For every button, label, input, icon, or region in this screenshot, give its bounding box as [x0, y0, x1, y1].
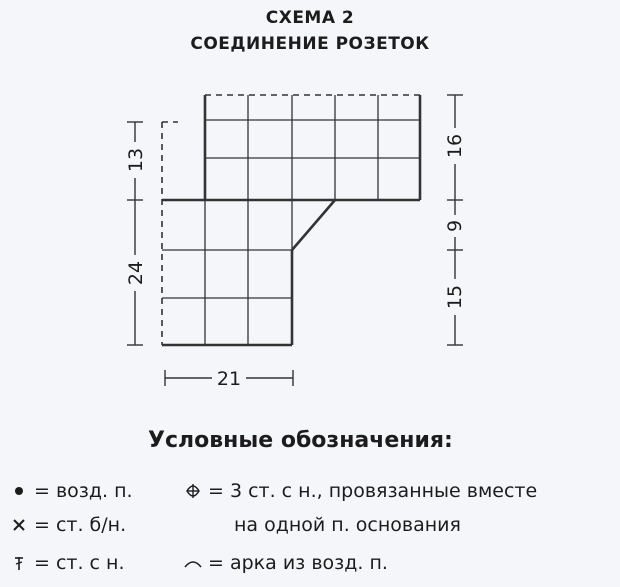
legend-item-sc: = ст. б/н. [8, 514, 126, 536]
legend-item-cluster-cont: на одной п. основания [234, 514, 461, 536]
dim-right-top: 16 [444, 134, 466, 158]
cluster-icon [182, 483, 204, 499]
legend-heading: Условные обозначения: [148, 428, 453, 453]
legend-item-cluster: = 3 ст. с н., провязанные вместе [182, 480, 537, 502]
schema-subtitle: СОЕДИНЕНИЕ РОЗЕТОК [190, 34, 430, 54]
arc-icon [182, 557, 204, 569]
dim-left-bottom: 24 [125, 261, 147, 285]
legend-item-dc: = ст. с н. [8, 552, 125, 574]
grid-lines [162, 95, 420, 345]
dashed-border [161, 94, 420, 345]
cross-icon [8, 518, 30, 532]
dot-icon [8, 486, 30, 496]
solid-outline [162, 95, 422, 347]
dc-stitch-icon [8, 555, 30, 571]
motif-joining-diagram: 13 24 21 16 9 15 [124, 94, 466, 390]
dim-right-bottom: 15 [444, 285, 466, 309]
dim-right-middle: 9 [444, 220, 466, 232]
schema-title: СХЕМА 2 [265, 8, 355, 28]
dim-left-top: 13 [125, 148, 147, 172]
legend-item-chain: = возд. п. [8, 480, 133, 502]
legend-item-arc: = арка из возд. п. [182, 552, 388, 574]
dimension-lines [127, 94, 463, 386]
dim-bottom: 21 [217, 368, 241, 390]
